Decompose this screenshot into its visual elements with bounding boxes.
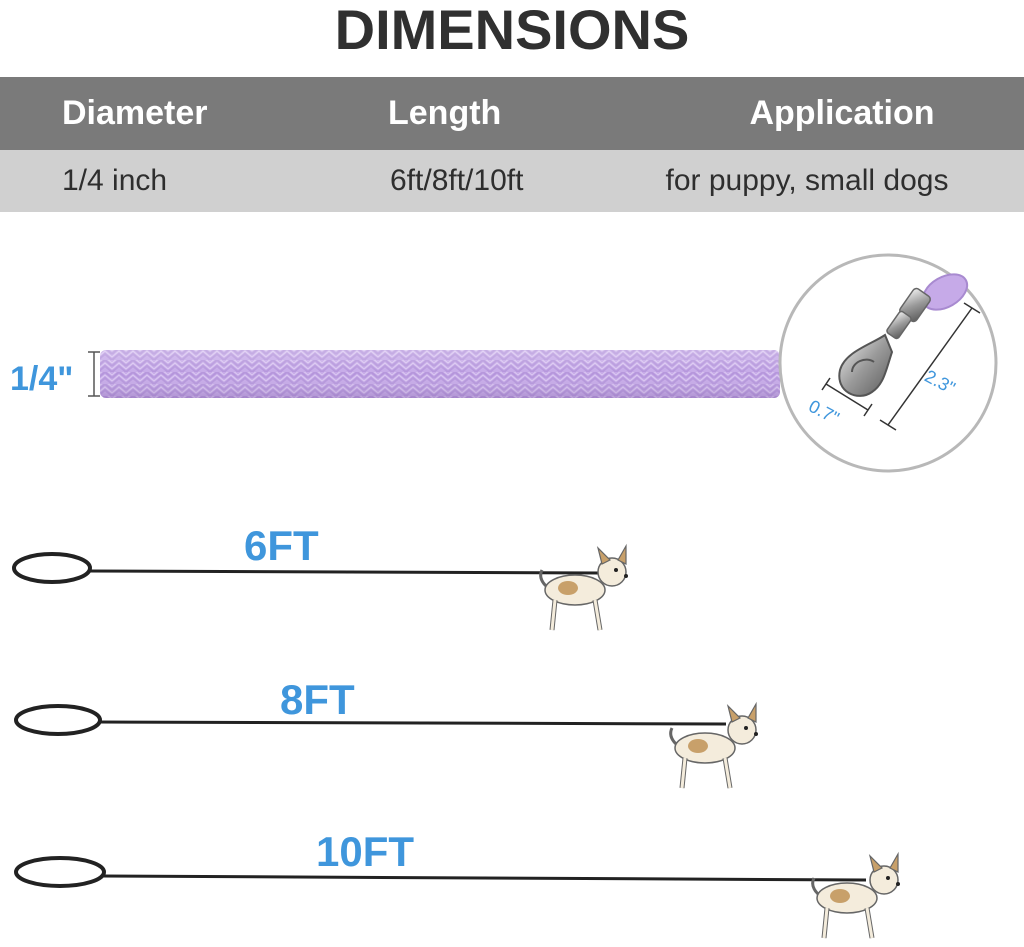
leash-handle-loop	[14, 856, 106, 888]
diameter-label: 1/4"	[10, 360, 74, 398]
spec-table: Diameter Length Application 1/4 inch 6ft…	[0, 77, 1024, 212]
rope-section	[88, 350, 780, 398]
table-row: 1/4 inch 6ft/8ft/10ft for puppy, small d…	[0, 150, 1024, 212]
leash-line	[87, 569, 601, 575]
table-header-row: Diameter Length Application	[0, 77, 1024, 150]
cell-length: 6ft/8ft/10ft	[390, 164, 524, 197]
cell-diameter: 1/4 inch	[62, 164, 168, 197]
header-length: Length	[388, 94, 502, 132]
page-title: DIMENSIONS	[334, 0, 690, 61]
header-diameter: Diameter	[62, 94, 208, 132]
dog-icon	[811, 851, 900, 939]
leash-handle-loop	[14, 704, 102, 736]
dog-icon	[539, 543, 628, 631]
clip-width-label: 0.7"	[805, 395, 843, 429]
header-application: Application	[749, 94, 935, 132]
leash-handle-loop	[12, 552, 92, 584]
length-label-10ft: 10FT	[316, 828, 415, 875]
leash-line	[97, 720, 727, 726]
length-label-6ft: 6FT	[244, 522, 319, 569]
clip-zoom	[778, 253, 998, 473]
cell-application: for puppy, small dogs	[665, 164, 949, 197]
rope	[100, 350, 780, 398]
leash-line	[101, 874, 867, 882]
leash-6ft	[12, 543, 628, 631]
snap-hook	[838, 333, 894, 397]
dog-icon	[669, 701, 758, 789]
leash-8ft	[14, 701, 758, 789]
leash-10ft	[14, 851, 900, 939]
length-label-8ft: 8FT	[280, 676, 355, 723]
clip-length-label: 2.3"	[921, 365, 959, 399]
zoom-circle	[778, 253, 998, 473]
